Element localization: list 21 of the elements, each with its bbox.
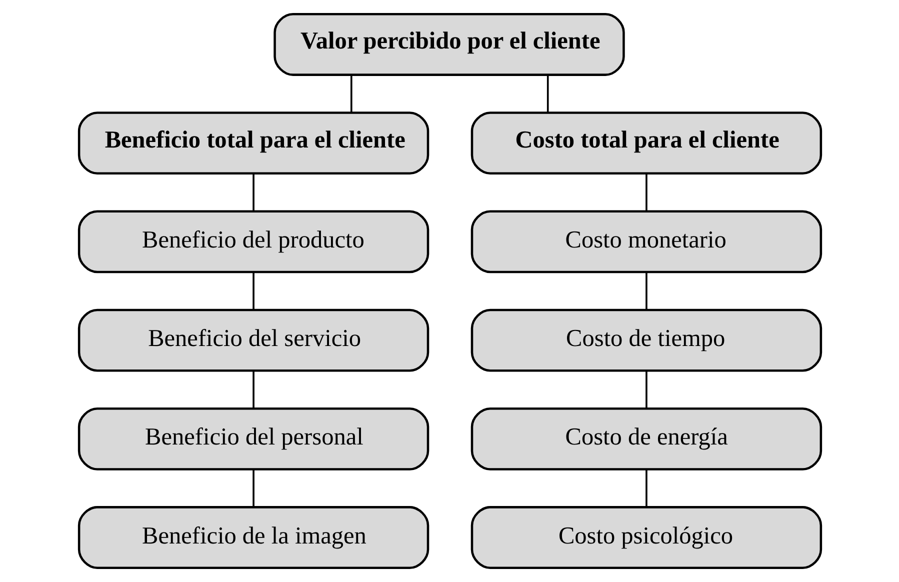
node-box: Costo monetario [470,210,822,274]
node-box: Beneficio total para el cliente [77,112,429,175]
connector [645,370,647,408]
node-box: Beneficio de la imagen [77,506,429,569]
node-box: Costo total para el cliente [470,112,822,175]
connector [546,75,548,112]
connector [252,174,254,211]
node-box: Beneficio del producto [77,210,429,274]
connector [645,272,647,310]
node-box: Beneficio del servicio [77,308,429,372]
node-box: Costo de energía [470,407,822,470]
connector [252,272,254,310]
connector [252,370,254,408]
connector [350,75,352,112]
connector [645,470,647,507]
connector [252,470,254,507]
node-box: Costo de tiempo [470,308,822,372]
node-box: Valor percibido por el cliente [273,13,624,76]
node-box: Costo psicológico [470,506,822,569]
node-box: Beneficio del personal [77,407,429,470]
connector [645,174,647,211]
